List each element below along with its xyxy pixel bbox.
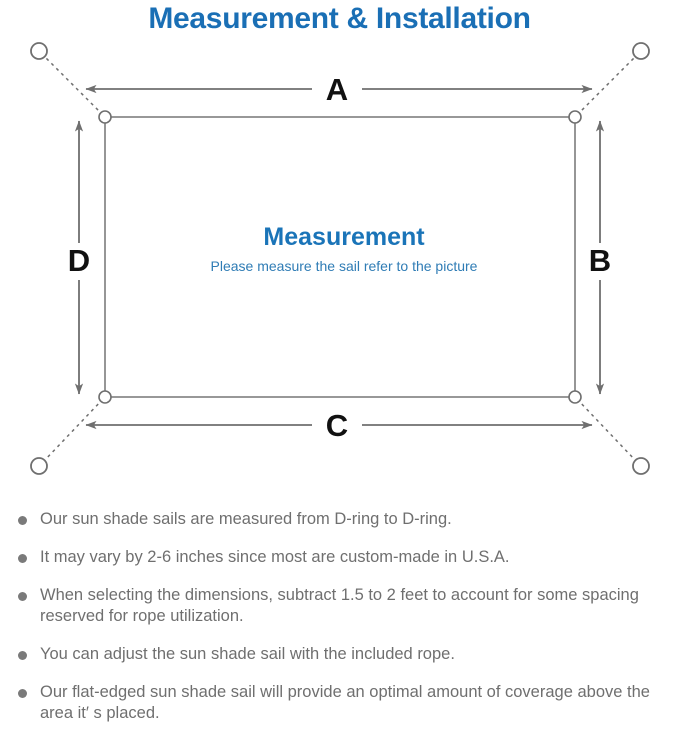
dimension-label-c: C [326, 408, 348, 443]
bullet-icon [18, 516, 27, 525]
rope-line-bottom-right [576, 398, 637, 462]
page-title: Measurement & Installation [148, 2, 531, 35]
d-ring-bottom-right [568, 390, 582, 404]
note-text: It may vary by 2-6 inches since most are… [40, 548, 510, 566]
anchor-point-top-left [30, 42, 48, 60]
d-ring-top-right [568, 110, 582, 124]
note-text: When selecting the dimensions, subtract … [40, 586, 639, 625]
anchor-point-top-right [632, 42, 650, 60]
anchor-point-bottom-right [632, 457, 650, 475]
d-ring-top-left [98, 110, 112, 124]
list-item: Our sun shade sails are measured from D-… [14, 509, 665, 530]
measurement-diagram: A C D B Measurement Please measure the s… [0, 37, 679, 499]
diagram-center-subtitle: Please measure the sail refer to the pic… [211, 258, 478, 274]
dimension-label-a: A [326, 72, 348, 107]
list-item: It may vary by 2-6 inches since most are… [14, 547, 665, 568]
diagram-center-title: Measurement [263, 223, 425, 251]
rope-line-bottom-left [43, 398, 104, 462]
notes-list: Our sun shade sails are measured from D-… [0, 499, 679, 724]
bullet-icon [18, 592, 27, 601]
bullet-icon [18, 689, 27, 698]
diagram-svg: A C D B Measurement Please measure the s… [30, 42, 650, 475]
dimension-label-b: B [589, 243, 611, 278]
note-text: You can adjust the sun shade sail with t… [40, 645, 455, 663]
note-text: Our flat-edged sun shade sail will provi… [40, 683, 650, 722]
rope-line-top-left [43, 55, 104, 116]
note-text: Our sun shade sails are measured from D-… [40, 510, 452, 528]
d-ring-bottom-left [98, 390, 112, 404]
bullet-icon [18, 554, 27, 563]
rope-line-top-right [576, 55, 637, 116]
sail-body [104, 116, 576, 398]
list-item: Our flat-edged sun shade sail will provi… [14, 682, 665, 724]
list-item: When selecting the dimensions, subtract … [14, 585, 665, 627]
bullet-icon [18, 651, 27, 660]
anchor-point-bottom-left [30, 457, 48, 475]
dimension-label-d: D [68, 243, 90, 278]
list-item: You can adjust the sun shade sail with t… [14, 644, 665, 665]
